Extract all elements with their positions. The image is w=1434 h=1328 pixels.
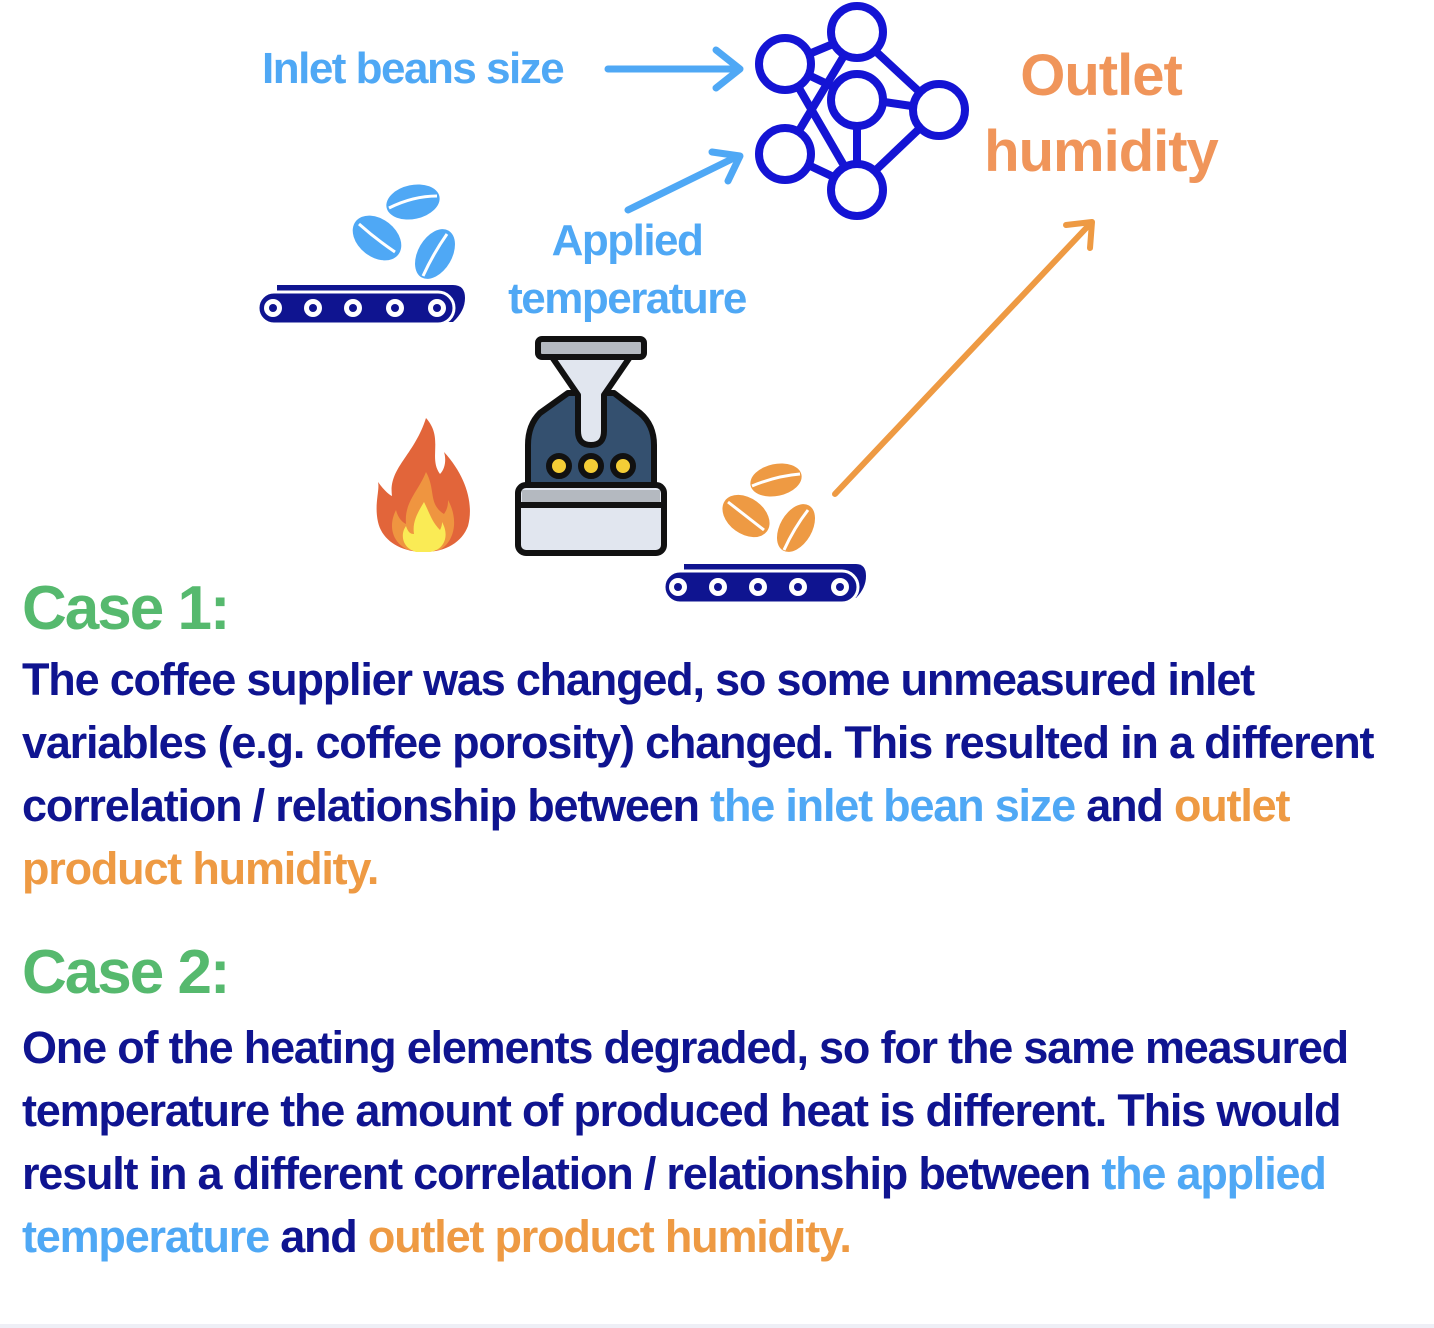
case-1-description: The coffee supplier was changed, so some… bbox=[22, 648, 1422, 900]
case-1-title: Case 1: bbox=[22, 574, 231, 643]
case-2-text: One of the heating elements degraded, so… bbox=[22, 1022, 1349, 1199]
neural-network-icon bbox=[755, 2, 969, 220]
temperature-arrow-icon bbox=[624, 148, 744, 214]
case-2-title: Case 2: bbox=[22, 938, 231, 1007]
case-2-description: One of the heating elements degraded, so… bbox=[22, 1016, 1422, 1268]
coffee-roaster-icon bbox=[515, 336, 667, 556]
case-2-output-highlight: outlet product humidity. bbox=[367, 1211, 852, 1262]
case-1-connector: and bbox=[1074, 780, 1174, 831]
case-2-input-highlight: the applied temperature bbox=[22, 1148, 1327, 1262]
fire-icon bbox=[376, 418, 470, 552]
bottom-divider bbox=[0, 1324, 1434, 1328]
case-2-connector: and bbox=[268, 1211, 368, 1262]
inlet-beans-size-label: Inlet beans size bbox=[262, 44, 565, 93]
case-1-input-highlight: the inlet bean size bbox=[710, 780, 1076, 831]
conveyor-belt-icon bbox=[256, 285, 465, 326]
case-1-text: The coffee supplier was changed, so some… bbox=[22, 654, 1375, 831]
coffee-beans-inlet-icon bbox=[256, 184, 465, 326]
output-arrow-icon bbox=[832, 219, 1095, 497]
diagram-arrows bbox=[604, 46, 1095, 497]
conveyor-belt-icon bbox=[662, 564, 866, 605]
outlet-humidity-label: Outlet humidity bbox=[984, 43, 1219, 184]
roasted-beans-icon bbox=[662, 463, 866, 605]
inlet-arrow-icon bbox=[604, 46, 744, 92]
applied-temperature-label: Applied temperature bbox=[508, 216, 747, 323]
case-1-output-highlight: outlet product humidity. bbox=[22, 780, 1290, 894]
